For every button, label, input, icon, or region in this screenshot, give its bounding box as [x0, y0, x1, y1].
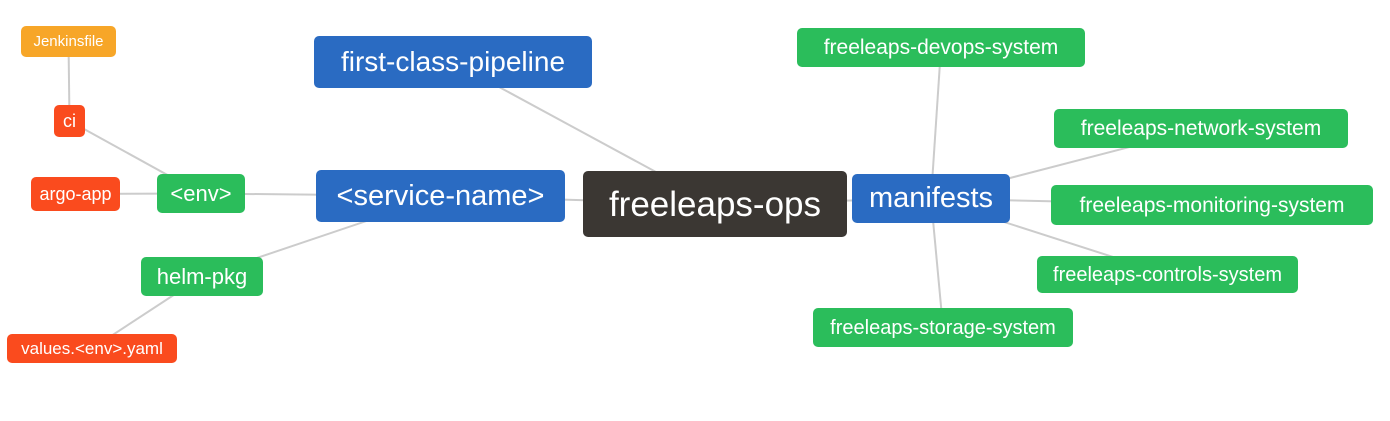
node-argo-app[interactable]: argo-app: [31, 177, 120, 211]
node-values-env-yaml[interactable]: values.<env>.yaml: [7, 334, 177, 363]
node-ci[interactable]: ci: [54, 105, 85, 137]
node-label: <service-name>: [336, 179, 545, 212]
node-freeleaps-ops[interactable]: freeleaps-ops: [583, 171, 847, 237]
node-label: ci: [63, 111, 76, 131]
node-freeleaps-network-system[interactable]: freeleaps-network-system: [1054, 109, 1348, 148]
node-freeleaps-storage-system[interactable]: freeleaps-storage-system: [813, 308, 1073, 347]
node-label: helm-pkg: [156, 263, 248, 289]
node-label: freeleaps-storage-system: [830, 316, 1056, 339]
node-label: freeleaps-network-system: [1080, 117, 1322, 140]
node-env[interactable]: <env>: [157, 174, 245, 213]
node-freeleaps-controls-system[interactable]: freeleaps-controls-system: [1037, 256, 1298, 293]
node-label: freeleaps-devops-system: [823, 36, 1059, 59]
node-label: freeleaps-controls-system: [1053, 263, 1282, 286]
node-label: manifests: [868, 182, 994, 214]
node-label: argo-app: [39, 184, 112, 204]
node-service-name[interactable]: <service-name>: [316, 170, 565, 222]
edge-manifests--freeleaps-devops-system: [930, 47, 942, 199]
node-label: freeleaps-ops: [608, 184, 822, 224]
node-freeleaps-monitoring-system[interactable]: freeleaps-monitoring-system: [1051, 185, 1373, 225]
node-first-class-pipeline[interactable]: first-class-pipeline: [314, 36, 592, 88]
node-freeleaps-devops-system[interactable]: freeleaps-devops-system: [797, 28, 1085, 67]
node-label: freeleaps-monitoring-system: [1079, 193, 1345, 217]
node-label: first-class-pipeline: [340, 46, 566, 77]
node-label: Jenkinsfile: [33, 33, 104, 50]
node-jenkinsfile[interactable]: Jenkinsfile: [21, 26, 116, 57]
node-label: values.<env>.yaml: [21, 339, 163, 358]
node-helm-pkg[interactable]: helm-pkg: [141, 257, 263, 296]
node-label: <env>: [170, 180, 232, 206]
node-manifests[interactable]: manifests: [852, 174, 1010, 223]
